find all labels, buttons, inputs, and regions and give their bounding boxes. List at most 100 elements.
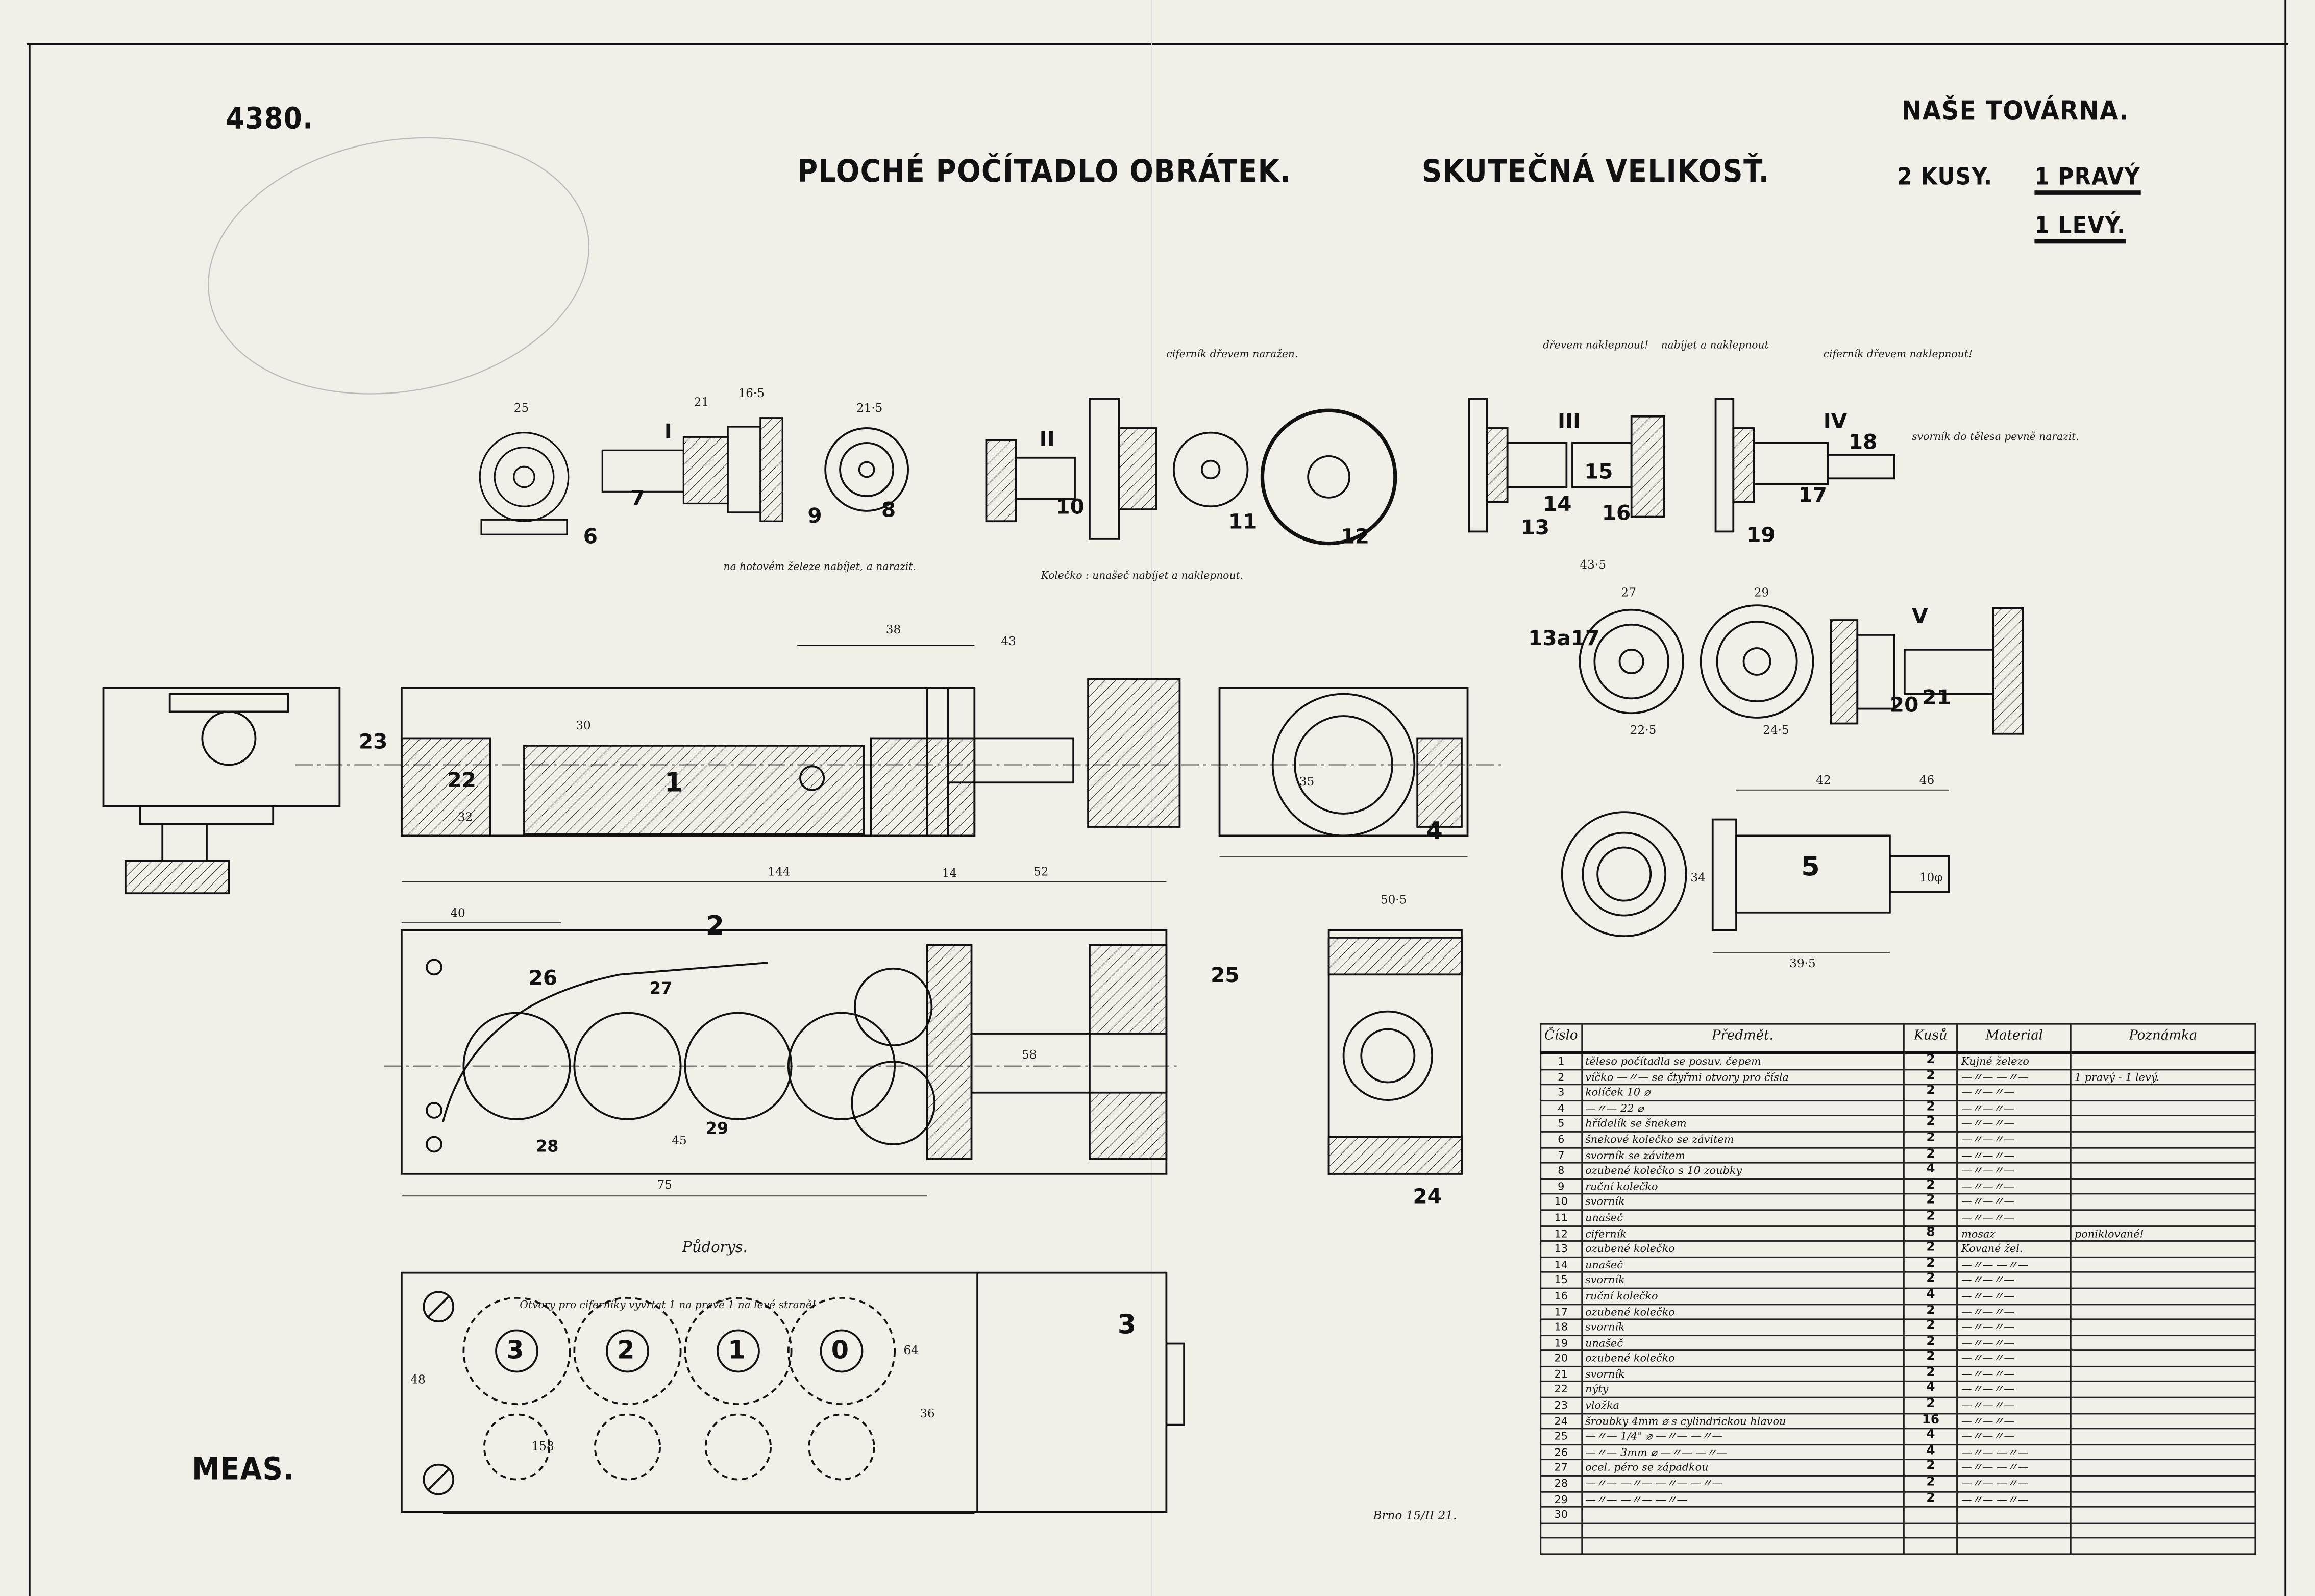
- dimension-value: 10φ: [1919, 871, 1943, 885]
- label-V: V: [1912, 605, 1928, 629]
- part-quantity: 4: [1903, 1162, 1959, 1180]
- part-number: 12: [1540, 1224, 1583, 1242]
- dimension-value: 21: [694, 396, 709, 409]
- table-row: 26—〃— 3mm ⌀ —〃— —〃—4—〃— —〃—: [1540, 1443, 2256, 1461]
- label-IV: IV: [1823, 410, 1848, 434]
- label-27: 27: [649, 978, 673, 998]
- header-quantity: Kusů: [1903, 1023, 1959, 1054]
- part-V: [1830, 607, 2024, 735]
- header-material: Material: [1957, 1023, 2072, 1054]
- part-name: —〃— 3mm ⌀ —〃— —〃—: [1581, 1443, 1905, 1461]
- gear-13a17: [1579, 608, 1684, 715]
- part-quantity: [1903, 1537, 1959, 1555]
- part-material: [1957, 1522, 2072, 1539]
- part-note: [2070, 1240, 2256, 1258]
- part-note: [2070, 1287, 2256, 1305]
- dimension-value: 48: [410, 1373, 426, 1387]
- part-material: —〃—〃—: [1957, 1099, 2072, 1117]
- part-name: svorník: [1581, 1193, 1905, 1211]
- part-number: 13: [1540, 1240, 1583, 1258]
- part-number: 20: [1540, 1349, 1583, 1367]
- part-note: [2070, 1459, 2256, 1477]
- part-material: —〃—〃—: [1957, 1146, 2072, 1164]
- part-name: víčko —〃— se čtyřmi otvory pro čísla: [1581, 1068, 1905, 1086]
- part-number: 18: [1540, 1318, 1583, 1336]
- part-note: [2070, 1303, 2256, 1320]
- dimension-value: 45: [672, 1134, 687, 1147]
- part-name: —〃— 1/4" ⌀ —〃— —〃—: [1581, 1428, 1905, 1445]
- table-row: 28—〃— —〃— —〃— —〃—2—〃— —〃—: [1540, 1475, 2256, 1492]
- part-quantity: 8: [1903, 1224, 1959, 1242]
- part-note: [2070, 1443, 2256, 1461]
- label-14: 14: [1543, 493, 1572, 517]
- note: dřevem naklepnout!: [1543, 339, 1649, 352]
- label-26: 26: [528, 967, 558, 991]
- dimension-value: 75: [657, 1178, 672, 1192]
- part-material: —〃—〃—: [1957, 1271, 2072, 1289]
- table-row: [1540, 1522, 2256, 1539]
- part-quantity: 2: [1903, 1068, 1959, 1086]
- table-row: [1540, 1537, 2256, 1555]
- part-name: vložka: [1581, 1396, 1905, 1414]
- part-name: ozubené kolečko s 10 zoubky: [1581, 1162, 1905, 1180]
- part-note: [2070, 1115, 2256, 1133]
- part-quantity: 2: [1903, 1459, 1959, 1477]
- part-name: ruční kolečko: [1581, 1177, 1905, 1195]
- part-material: —〃—〃—: [1957, 1209, 2072, 1226]
- part-note: [2070, 1381, 2256, 1398]
- part-note: [2070, 1209, 2256, 1226]
- dimension-value: 42: [1816, 773, 1831, 787]
- part-name: ocel. péro se západkou: [1581, 1459, 1905, 1477]
- part-quantity: [1903, 1522, 1959, 1539]
- label-18: 18: [1848, 431, 1878, 455]
- part-material: —〃—〃—: [1957, 1334, 2072, 1352]
- part-material: —〃—〃—: [1957, 1193, 2072, 1211]
- plan-view: [400, 929, 1168, 1175]
- part-note: [2070, 1522, 2256, 1539]
- dial-digit: 1: [728, 1336, 746, 1366]
- label-25: 25: [1211, 964, 1240, 988]
- dimension-value: 43: [1001, 634, 1016, 648]
- quantity-label: 2 KUSY.: [1897, 162, 1993, 191]
- part-note: 1 pravý - 1 levý.: [2070, 1068, 2256, 1086]
- part-material: —〃— —〃—: [1957, 1068, 2072, 1086]
- part-number: [1540, 1522, 1583, 1539]
- label-III: III: [1558, 410, 1581, 434]
- part-material: —〃— —〃—: [1957, 1490, 2072, 1508]
- note: Kolečko : unašeč nabíjet a naklepnout.: [1041, 570, 1244, 582]
- part-note: [2070, 1162, 2256, 1180]
- part-name: ozubené kolečko: [1581, 1349, 1905, 1367]
- part-quantity: 2: [1903, 1490, 1959, 1508]
- part-name: unašeč: [1581, 1209, 1905, 1226]
- scale-note: SKUTEČNÁ VELIKOSŤ.: [1421, 153, 1770, 189]
- part-quantity: 2: [1903, 1303, 1959, 1320]
- label-4: 4: [1426, 816, 1443, 845]
- part-number: 24: [1540, 1412, 1583, 1430]
- label-20: 20: [1889, 694, 1919, 718]
- part-quantity: 2: [1903, 1099, 1959, 1117]
- longitudinal-section: [400, 678, 1181, 837]
- part-name: unašeč: [1581, 1256, 1905, 1273]
- part-quantity: 4: [1903, 1428, 1959, 1445]
- dimension-value: 43·5: [1580, 558, 1606, 572]
- part-number: 29: [1540, 1490, 1583, 1508]
- part-number: 22: [1540, 1381, 1583, 1398]
- part-quantity: 2: [1903, 1209, 1959, 1226]
- dimension-value: 16·5: [738, 386, 765, 400]
- part-number: 10: [1540, 1193, 1583, 1211]
- part-material: —〃—〃—: [1957, 1084, 2072, 1101]
- part-quantity: 2: [1903, 1084, 1959, 1101]
- part-note: [2070, 1537, 2256, 1555]
- dial-digit: 0: [831, 1336, 849, 1366]
